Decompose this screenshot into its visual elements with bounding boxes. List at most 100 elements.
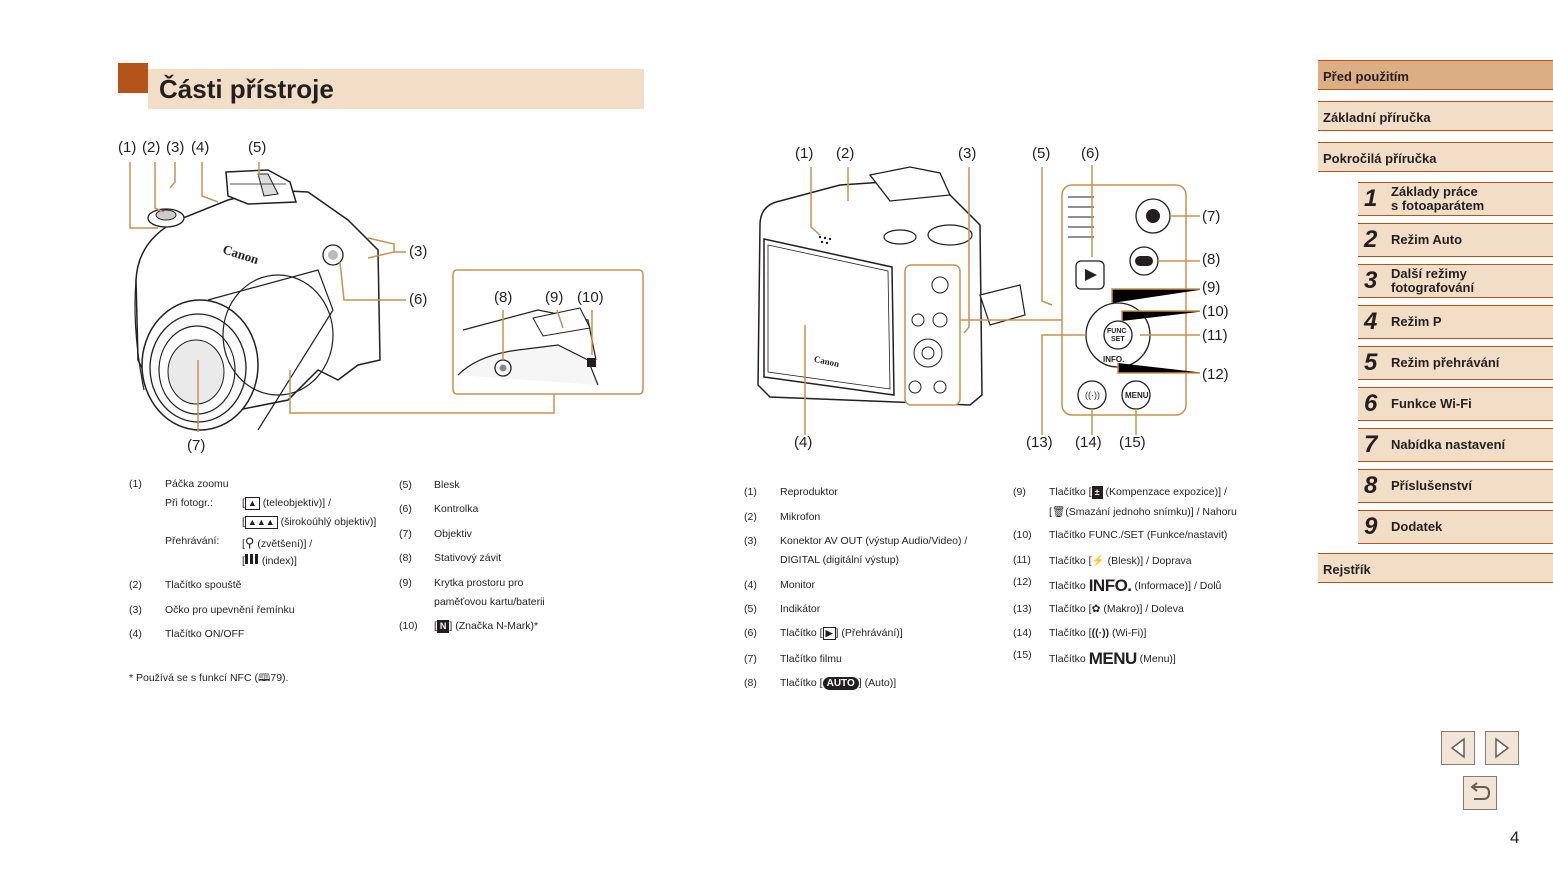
front-callout-5: (5) bbox=[248, 139, 267, 156]
legend-text: Blesk bbox=[434, 479, 460, 491]
back-callout-9: (9) bbox=[1202, 279, 1221, 296]
legend-macro: Tlačítko [✿ (Makro)] / Doleva bbox=[1049, 603, 1184, 615]
front-callout-1: (1) bbox=[118, 139, 137, 156]
legend-text: paměťovou kartu/baterii bbox=[434, 596, 545, 608]
front-callout-4: (4) bbox=[191, 139, 210, 156]
footnote: * Používá se s funkcí NFC (🕮79). bbox=[129, 670, 288, 688]
legend-num: (5) bbox=[399, 479, 412, 491]
legend-text: Tlačítko filmu bbox=[780, 653, 842, 665]
next-page-button[interactable] bbox=[1485, 731, 1519, 765]
back-legend-right: (9)Tlačítko [± (Kompenzace expozice)] / … bbox=[1013, 486, 1273, 676]
back-callout-11: (11) bbox=[1202, 327, 1228, 344]
back-callout-1: (1) bbox=[795, 145, 814, 162]
legend-text: Tlačítko [ bbox=[1049, 486, 1092, 498]
chapter-number: 4 bbox=[1364, 308, 1378, 335]
legend-text: Reproduktor bbox=[780, 486, 838, 498]
legend-text: Při fotogr.: bbox=[165, 497, 213, 509]
legend-num: (4) bbox=[129, 628, 142, 640]
legend-text: (teleobjektiv)] / bbox=[262, 497, 332, 509]
macro-icon: ✿ bbox=[1091, 603, 1101, 615]
chapter-number: 7 bbox=[1364, 431, 1378, 458]
back-callout-10: (10) bbox=[1202, 303, 1229, 320]
legend-text: Stativový závit bbox=[434, 552, 502, 564]
legend-num: (8) bbox=[744, 677, 757, 689]
chapter-number: 8 bbox=[1364, 472, 1378, 499]
legend-num: (6) bbox=[399, 503, 412, 515]
nav-chapter-7[interactable]: 7 Nabídka nastavení bbox=[1358, 428, 1553, 462]
back-camera-illustration: Canon FUNC SET INFO. MENU ((·)) bbox=[757, 165, 1200, 435]
legend-delete: [🗑(Smazání jednoho snímku)] / Nahoru bbox=[1049, 506, 1237, 518]
front-camera-illustration: Canon bbox=[129, 162, 644, 432]
page-title-bar: Části přístroje bbox=[118, 63, 644, 111]
front-callout-6: (6) bbox=[409, 291, 428, 308]
back-callout-15: (15) bbox=[1119, 434, 1146, 451]
chapter-label: Režim P bbox=[1391, 314, 1442, 329]
legend-auto: Tlačítko [AUTO] (Auto)] bbox=[780, 677, 897, 690]
back-legend-left: (1)Reproduktor (2)Mikrofon (3)Konektor A… bbox=[744, 486, 1004, 696]
front-callout-7: (7) bbox=[187, 437, 206, 454]
legend-num: (7) bbox=[744, 653, 757, 665]
front-callout-3: (3) bbox=[166, 139, 185, 156]
legend-text: Tlačítko spouště bbox=[165, 579, 242, 591]
legend-num: (12) bbox=[1013, 576, 1032, 588]
return-button[interactable] bbox=[1463, 776, 1497, 810]
nav-index[interactable]: Rejstřík bbox=[1318, 553, 1553, 583]
index-icon bbox=[244, 554, 259, 564]
legend-text: Kontrolka bbox=[434, 503, 479, 515]
menu-icon: MENU bbox=[1088, 649, 1138, 668]
footnote-text: * Používá se s funkcí NFC ( bbox=[129, 672, 258, 684]
legend-num: (5) bbox=[744, 603, 757, 615]
svg-text:MENU: MENU bbox=[1125, 391, 1149, 400]
legend-num: (4) bbox=[744, 579, 757, 591]
legend-num: (6) bbox=[744, 627, 757, 639]
legend-text: Tlačítko [ bbox=[780, 677, 823, 689]
front-callout-9: (9) bbox=[545, 289, 564, 306]
nav-before-use[interactable]: Před použitím bbox=[1318, 60, 1553, 90]
back-callout-2: (2) bbox=[836, 145, 855, 162]
legend-num: (1) bbox=[129, 478, 142, 490]
wide-icon: ▲▲▲ bbox=[244, 516, 278, 529]
legend-num: (2) bbox=[744, 511, 757, 523]
chapter-line: s fotoaparátem bbox=[1391, 198, 1485, 213]
prev-page-button[interactable] bbox=[1441, 731, 1475, 765]
legend-num: (3) bbox=[129, 604, 142, 616]
back-callout-6: (6) bbox=[1081, 145, 1100, 162]
legend-nmark: [N] (Značka N-Mark)* bbox=[434, 620, 539, 633]
book-icon: 🕮 bbox=[257, 672, 271, 684]
legend-num: (2) bbox=[129, 579, 142, 591]
legend-text: Objektiv bbox=[434, 528, 472, 540]
legend-text: Tlačítko FUNC./SET (Funkce/nastavit) bbox=[1049, 529, 1228, 541]
legend-flash: Tlačítko [⚡ (Blesk)] / Doprava bbox=[1049, 554, 1192, 567]
front-callout-10: (10) bbox=[577, 289, 604, 306]
chapter-line: Základy práce bbox=[1391, 184, 1478, 199]
chapter-label: Režim Auto bbox=[1391, 232, 1463, 247]
wifi-icon: ((·)) bbox=[1091, 627, 1110, 639]
legend-num: (10) bbox=[1013, 529, 1032, 541]
legend-text: (Blesk)] / Doprava bbox=[1107, 555, 1192, 567]
legend-magnify: [⚲ (zvětšení)] / bbox=[242, 535, 313, 550]
nav-basic-guide[interactable]: Základní příručka bbox=[1318, 101, 1553, 131]
legend-text: Tlačítko [ bbox=[1049, 603, 1092, 615]
legend-num: (8) bbox=[399, 552, 412, 564]
front-legend-left: (1)Páčka zoomu Při fotogr.: [▲ (teleobje… bbox=[129, 478, 389, 648]
legend-text: Tlačítko [ bbox=[1049, 627, 1092, 639]
chapter-label: Funkce Wi-Fi bbox=[1391, 396, 1472, 411]
chapter-label: Nabídka nastavení bbox=[1391, 437, 1506, 452]
nav-advanced-guide[interactable]: Pokročilá příručka bbox=[1318, 142, 1553, 172]
legend-text: Očko pro upevnění řemínku bbox=[165, 604, 295, 616]
legend-index: [ (index)] bbox=[242, 554, 297, 567]
nav-chapter-4[interactable]: 4 Režim P bbox=[1358, 305, 1553, 339]
legend-text: Páčka zoomu bbox=[165, 478, 229, 490]
chapter-line: Další režimy bbox=[1391, 266, 1467, 281]
chapter-number: 9 bbox=[1364, 513, 1378, 540]
svg-text:((·)): ((·)) bbox=[1085, 390, 1100, 400]
front-legend-right: (5)Blesk (6)Kontrolka (7)Objektiv (8)Sta… bbox=[399, 479, 639, 639]
